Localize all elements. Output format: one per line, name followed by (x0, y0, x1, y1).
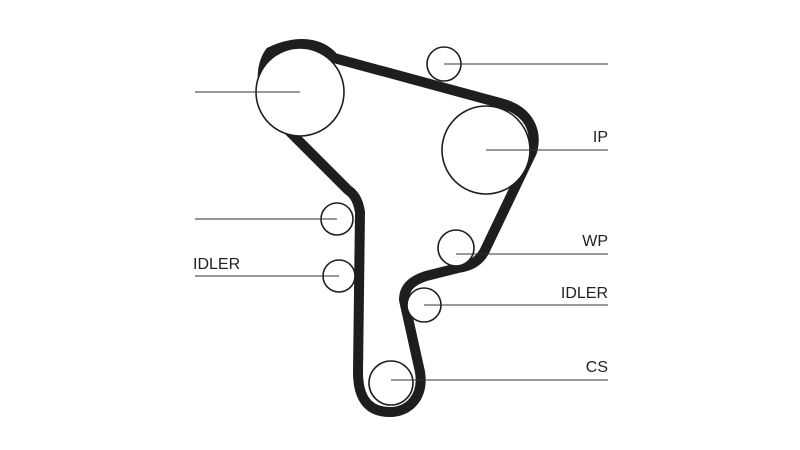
water-pump-pulley (437, 229, 475, 267)
timing-belt (257, 39, 539, 417)
crankshaft-pulley (368, 360, 414, 406)
label-idler-right: IDLER (561, 285, 608, 302)
label-wp: WP (582, 233, 608, 250)
label-ip: IP (593, 129, 608, 146)
label-idler-left: IDLER (193, 256, 240, 273)
label-cs: CS (586, 359, 608, 376)
